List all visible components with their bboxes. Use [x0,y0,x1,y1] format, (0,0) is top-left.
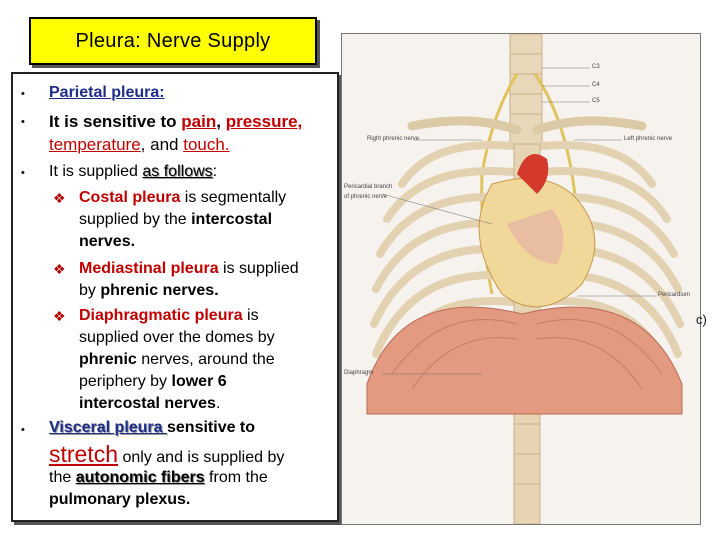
figure-corner-label: c) [696,312,707,327]
slide-title-box: Pleura: Nerve Supply [29,17,317,65]
slide-title: Pleura: Nerve Supply [75,29,271,52]
diaphragmatic-line-5: intercostal nerves. [79,395,221,412]
diamond-bullet-icon: ❖ [53,261,66,277]
mediastinal-line-2: by phrenic nerves. [79,282,219,299]
mediastinal-line-1: Mediastinal pleura is supplied [79,260,299,277]
sensitivity-line-1: It is sensitive to pain, pressure, [49,112,303,131]
bullet-dot: • [21,167,25,179]
bullet-dot: • [21,116,25,128]
costal-line-3: nerves. [79,233,136,250]
right-phrenic-label: Right phrenic nerve [367,136,420,142]
visceral-line-4: pulmonary plexus. [49,491,191,508]
thorax-diagram [342,33,700,525]
diaphragmatic-line-2: supplied over the domes by [79,329,275,346]
costal-line-1: Costal pleura is segmentally [79,189,287,206]
c4-label: C4 [592,82,600,88]
c3-label: C3 [592,64,600,70]
pericardium-label: Pericardium [658,292,691,298]
parietal-heading: Parietal pleura: [49,84,165,101]
pericardial-branch-label: Pericardial branch [344,184,393,190]
left-phrenic-label: Left phrenic nerve [624,136,673,142]
diamond-bullet-icon: ❖ [53,308,66,324]
diaphragm-label: Diaphragm [344,370,374,376]
pericardial-branch-sublabel: of phrenic nerve [344,194,388,200]
content-panel: • Parietal pleura: • It is sensitive to … [11,72,339,522]
visceral-line-1: Visceral pleura sensitive to [49,419,256,436]
diaphragmatic-line-4: periphery by lower 6 [79,373,227,390]
diaphragmatic-line-1: Diaphragmatic pleura is [79,307,259,324]
anatomy-illustration: C3 C4 C5 Right phrenic nerve Left phreni… [341,33,701,525]
diamond-bullet-icon: ❖ [53,190,66,206]
sensitivity-line-2: temperature, and touch. [49,135,230,154]
bullet-dot: • [21,424,25,436]
bullet-dot: • [21,88,25,100]
supplied-line: It is supplied as follows: [49,163,218,180]
c5-label: C5 [592,98,600,104]
visceral-line-2: stretch only and is supplied by [49,441,285,467]
diaphragmatic-line-3: phrenic nerves, around the [79,351,275,368]
costal-line-2: supplied by the intercostal [79,211,273,228]
visceral-line-3: the autonomic fibers from the [49,469,268,486]
